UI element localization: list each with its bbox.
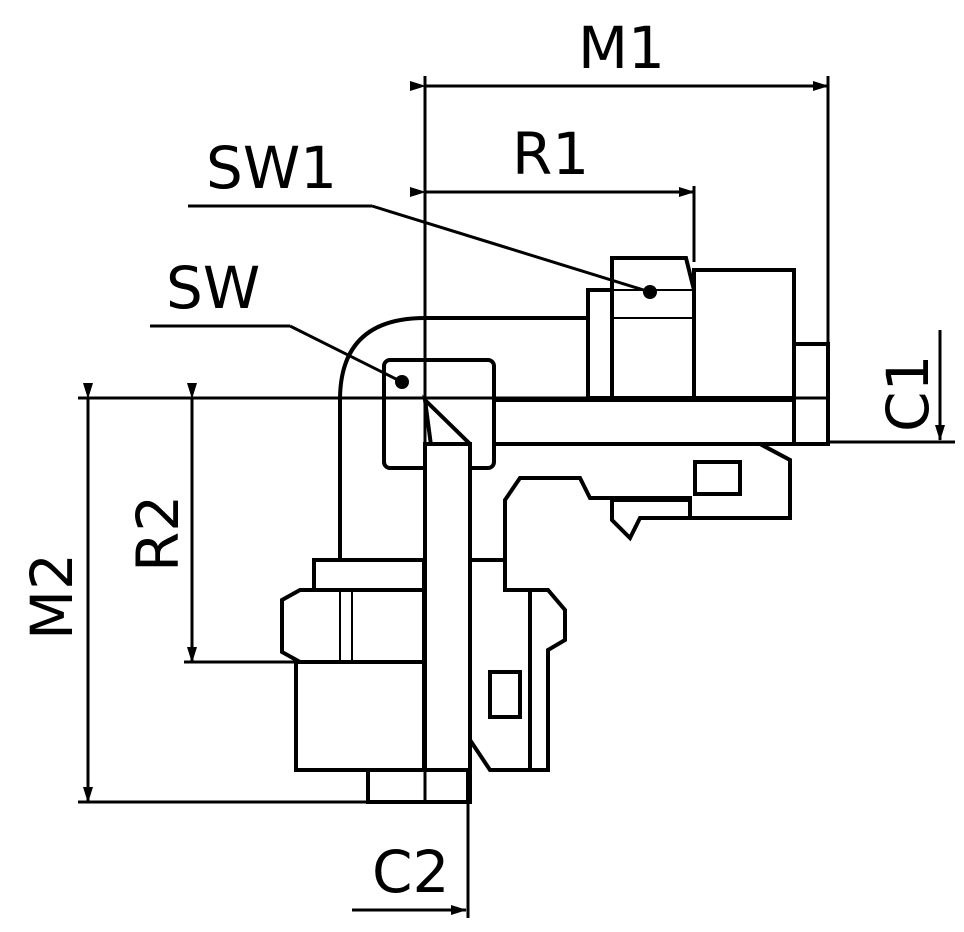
vertical-tube [423, 442, 472, 804]
sw-leader [289, 324, 403, 384]
sw1-leader [371, 204, 651, 294]
c1-label: C1 [874, 355, 942, 432]
sw1-label: SW1 [206, 134, 337, 202]
knurled-nut-right [692, 268, 796, 400]
vertical-nut-ring [312, 558, 426, 592]
vertical-branch [280, 442, 567, 804]
sw-leader-dot [395, 375, 409, 389]
r2-label: R2 [124, 495, 192, 572]
tube-end-lower [366, 768, 470, 804]
hex-sw1 [610, 256, 696, 400]
ferrule-right [693, 460, 742, 496]
m1-label: M1 [578, 14, 665, 82]
sw-label: SW [166, 254, 260, 322]
knurled-nut-lower [294, 660, 426, 772]
r1-label: R1 [512, 120, 589, 188]
tube-end-right [792, 342, 830, 446]
ferrule-lower [488, 670, 522, 719]
c2-label: C2 [372, 838, 449, 906]
horizontal-branch [423, 256, 830, 562]
sw1-leader-dot [643, 285, 657, 299]
section-nut-lower [528, 588, 567, 772]
m2-label: M2 [18, 553, 86, 640]
section-nut-right [610, 498, 692, 542]
